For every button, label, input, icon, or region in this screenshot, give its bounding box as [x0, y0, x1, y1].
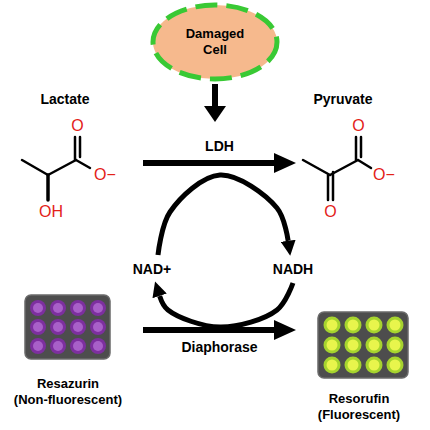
atom-label: O− [373, 166, 395, 184]
well-plate: Resorufin (Fluorescent) [296, 305, 422, 425]
well [70, 338, 86, 354]
well [90, 300, 106, 316]
node-label: Lactate [12, 91, 118, 108]
cell-membrane [153, 5, 277, 79]
bond [48, 160, 76, 175]
enzyme-label: Diaphorase [179, 339, 259, 356]
reaction-arrow [143, 160, 274, 166]
well [345, 317, 362, 334]
well [70, 300, 86, 316]
atom-label: O− [94, 166, 116, 184]
well [90, 338, 106, 354]
product-molecule: Pyruvate [296, 88, 420, 228]
bond [22, 160, 48, 175]
bond [360, 137, 363, 157]
well [324, 337, 341, 354]
cofactor-label: NADH [267, 258, 319, 280]
bond [303, 160, 330, 175]
well [30, 300, 46, 316]
bond [327, 175, 330, 200]
pyruvate-structure [303, 137, 371, 200]
cofactor-cycle-arrow [160, 283, 293, 327]
bond [76, 160, 90, 168]
well [387, 317, 404, 334]
node-label: Pyruvate [296, 91, 390, 108]
node-label: Resazurin (Non-fluorescent) [12, 376, 124, 407]
release-arrow-head [204, 106, 226, 122]
cofactor-cycle-arrow [158, 175, 288, 255]
well [50, 300, 66, 316]
well [324, 317, 341, 334]
cofactor-name: NAD+ [133, 261, 172, 278]
bond [74, 137, 77, 160]
well [387, 357, 404, 374]
well [90, 319, 106, 335]
well [30, 338, 46, 354]
cofactor-label: NAD+ [127, 258, 178, 280]
well [50, 338, 66, 354]
well [366, 357, 383, 374]
cofactor-name: NADH [273, 261, 313, 278]
node-label: Resorufin (Fluorescent) [296, 391, 422, 422]
damaged-cell: Damaged Cell [150, 2, 280, 82]
bond [332, 172, 335, 200]
well-plate-purple [25, 295, 110, 359]
well [366, 317, 383, 334]
well [345, 337, 362, 354]
atom-label: O [71, 117, 83, 135]
well [324, 357, 341, 374]
bond [355, 137, 358, 160]
substrate-molecule: Lactate [12, 88, 143, 228]
well [30, 319, 46, 335]
bond [79, 137, 82, 157]
well [70, 319, 86, 335]
bond [358, 160, 371, 168]
enzyme-label: LDH [203, 138, 236, 155]
atom-label: OH [39, 203, 63, 221]
atom-label: O [352, 117, 364, 135]
well-plate-green [318, 312, 408, 378]
bond [46, 175, 50, 200]
lactate-structure [22, 137, 90, 200]
node-label: Damaged Cell [179, 26, 251, 57]
well [366, 337, 383, 354]
well-plate: Resazurin (Non-fluorescent) [12, 290, 143, 410]
well [387, 337, 404, 354]
release-arrow-shaft [212, 84, 218, 108]
atom-label: O [324, 203, 336, 221]
well [345, 357, 362, 374]
well [50, 319, 66, 335]
